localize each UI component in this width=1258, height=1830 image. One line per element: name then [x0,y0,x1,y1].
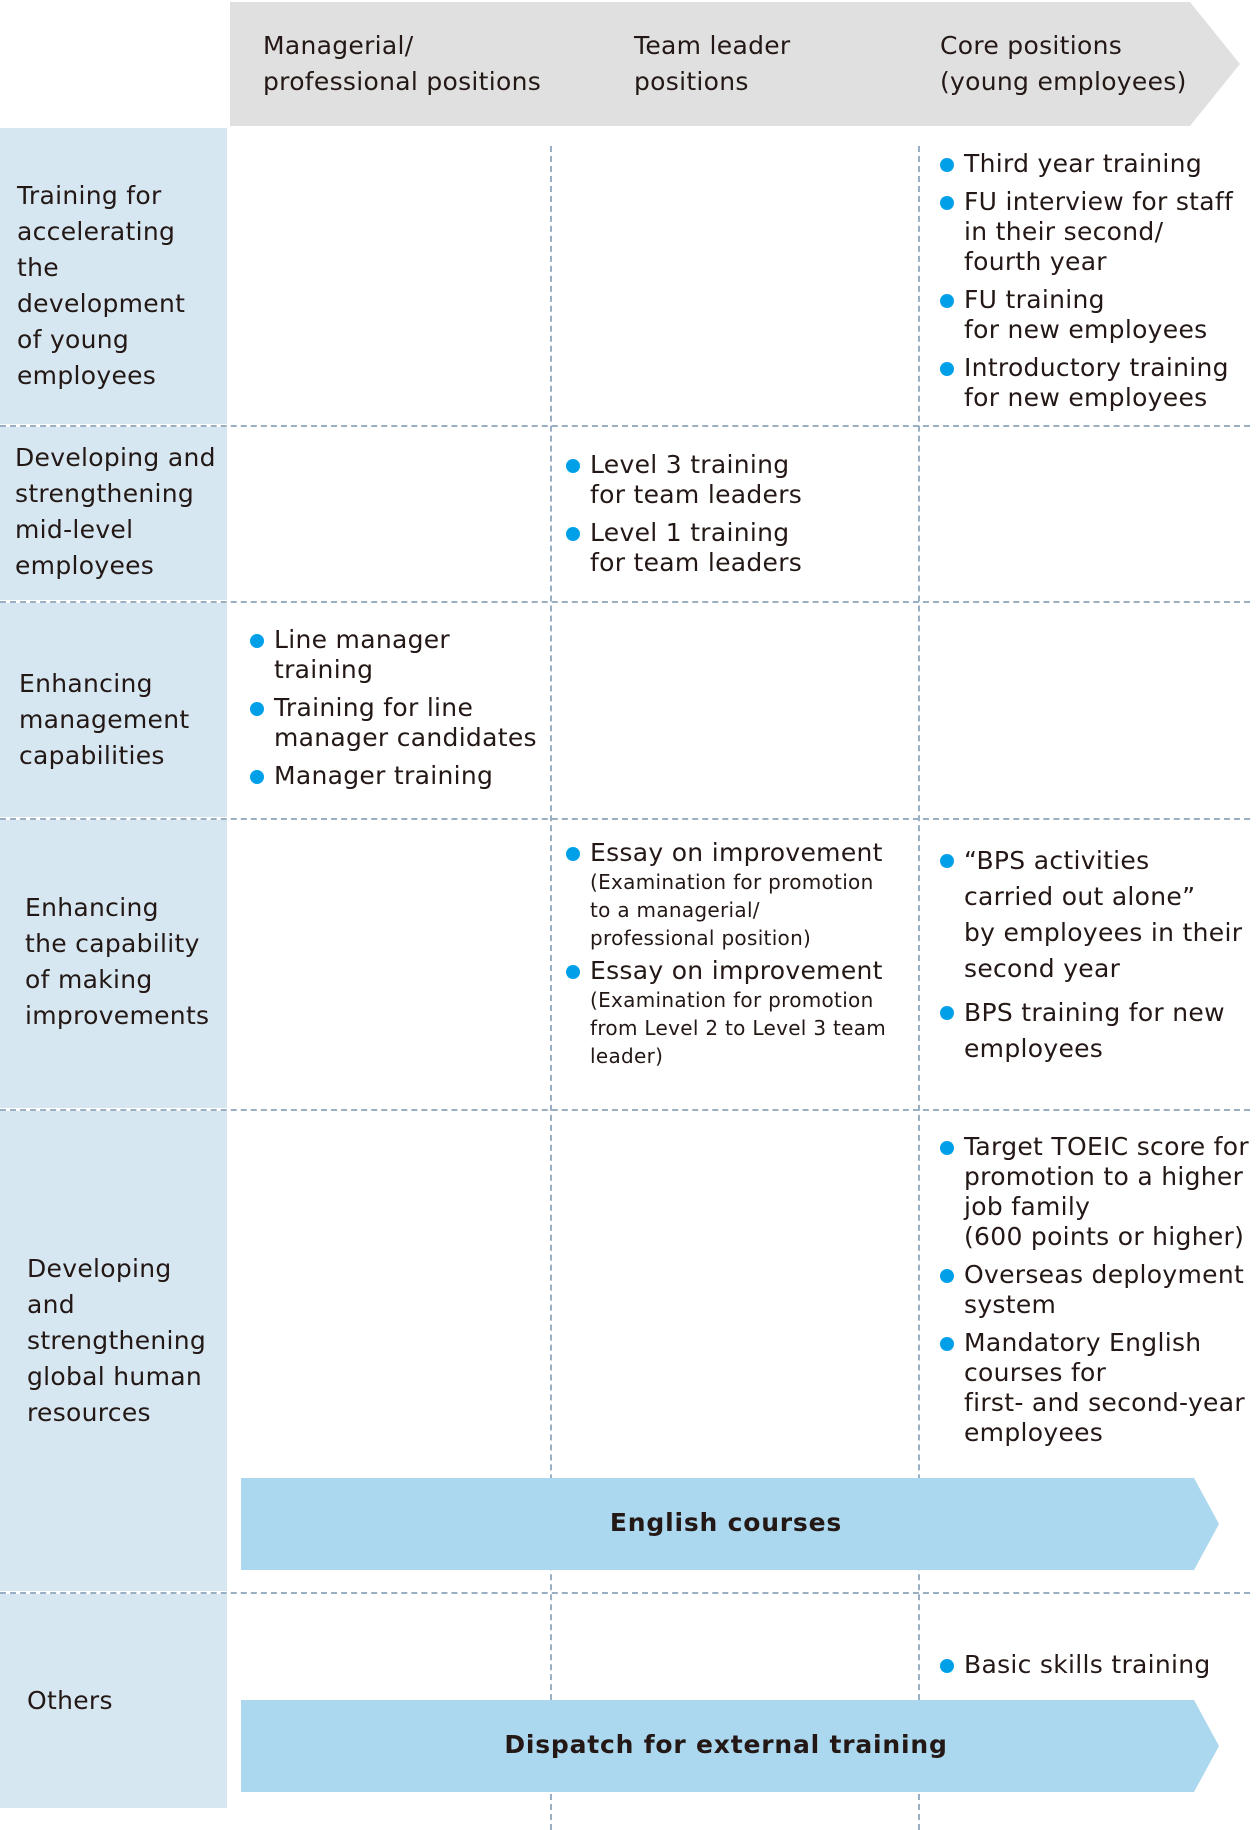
list-item: Level 3 training for team leaders [566,450,906,510]
external-training-label: Dispatch for external training [504,1730,948,1759]
core-global-hr-programs: Target TOEIC score for promotion to a hi… [940,1132,1250,1456]
column-divider [550,146,552,1830]
managerial-management-programs: Line manager training Training for line … [250,625,545,799]
row-label-global-hr: Developing and strengthening global huma… [0,1111,227,1591]
bullet-icon [940,1006,954,1020]
row-divider [0,1592,1250,1594]
row-label-text: Developing and strengthening mid-level e… [15,443,216,580]
row-label-mid-level: Developing and strengthening mid-level e… [0,427,227,600]
row-label-text: Enhancing management capabilities [19,669,190,770]
bullet-icon [940,1141,954,1155]
list-item: FU interview for staff in their second/ … [940,187,1250,277]
team-leader-improvement-programs: Essay on improvement(Examination for pro… [566,838,911,1078]
bullet-icon [940,854,954,868]
row-label-text: Developing and strengthening global huma… [27,1254,207,1427]
list-item: “BPS activities carried out alone” by em… [940,843,1250,987]
bullet-icon [250,634,264,648]
list-item: Target TOEIC score for promotion to a hi… [940,1132,1250,1252]
bullet-icon [250,770,264,784]
list-item: Third year training [940,149,1250,179]
list-item: Level 1 training for team leaders [566,518,906,578]
row-label-others: Others [0,1594,227,1808]
list-item: Essay on improvement(Examination for pro… [566,956,911,1070]
band-arrow-shape [241,1700,1219,1792]
bullet-icon [940,362,954,376]
list-item: Introductory training for new employees [940,353,1250,413]
english-courses-label: English courses [609,1508,843,1537]
item-note: (Examination for promotion to a manageri… [590,870,874,950]
bullet-icon [940,1659,954,1673]
bullet-icon [940,294,954,308]
row-label-text: Training for accelerating the developmen… [17,181,186,390]
bullet-icon [940,1337,954,1351]
list-item: BPS training for new employees [940,995,1250,1067]
column-header-managerial: Managerial/ professional positions [263,31,542,96]
bullet-icon [250,702,264,716]
list-item: Overseas deployment system [940,1260,1250,1320]
list-item: Manager training [250,761,545,791]
external-training-band [241,1700,1219,1792]
bullet-icon [566,847,580,861]
item-note: (Examination for promotion from Level 2 … [590,988,887,1068]
list-item: Basic skills training [940,1650,1250,1680]
career-stage-header-arrow [230,2,1240,126]
core-improvement-programs: “BPS activities carried out alone” by em… [940,843,1250,1075]
row-divider [0,1109,1250,1111]
list-item: Line manager training [250,625,545,685]
row-label-text: Enhancing the capability of making impro… [25,893,210,1030]
english-courses-band [241,1478,1219,1570]
row-divider [0,818,1250,820]
core-young-employee-programs: Third year training FU interview for sta… [940,149,1250,421]
bullet-icon [940,196,954,210]
row-label-young-employees: Training for accelerating the developmen… [0,128,227,424]
row-label-improvements: Enhancing the capability of making impro… [0,820,227,1108]
bullet-icon [566,527,580,541]
column-header-team-leader: Team leader positions [634,31,791,96]
bullet-icon [940,158,954,172]
band-arrow-shape [241,1478,1219,1570]
header-arrow-shape [230,2,1240,126]
column-header-core: Core positions (young employees) [940,31,1187,96]
bullet-icon [566,965,580,979]
column-divider [918,146,920,1830]
team-leader-mid-level-programs: Level 3 training for team leaders Level … [566,450,906,586]
bullet-icon [940,1269,954,1283]
row-label-management: Enhancing management capabilities [0,603,227,817]
list-item: Mandatory English courses for first- and… [940,1328,1250,1448]
row-label-text: Others [27,1686,113,1715]
row-divider [0,601,1250,603]
list-item: FU training for new employees [940,285,1250,345]
bullet-icon [566,459,580,473]
list-item: Training for line manager candidates [250,693,545,753]
row-divider [0,425,1250,427]
core-other-programs: Basic skills training [940,1650,1250,1688]
list-item: Essay on improvement(Examination for pro… [566,838,911,952]
